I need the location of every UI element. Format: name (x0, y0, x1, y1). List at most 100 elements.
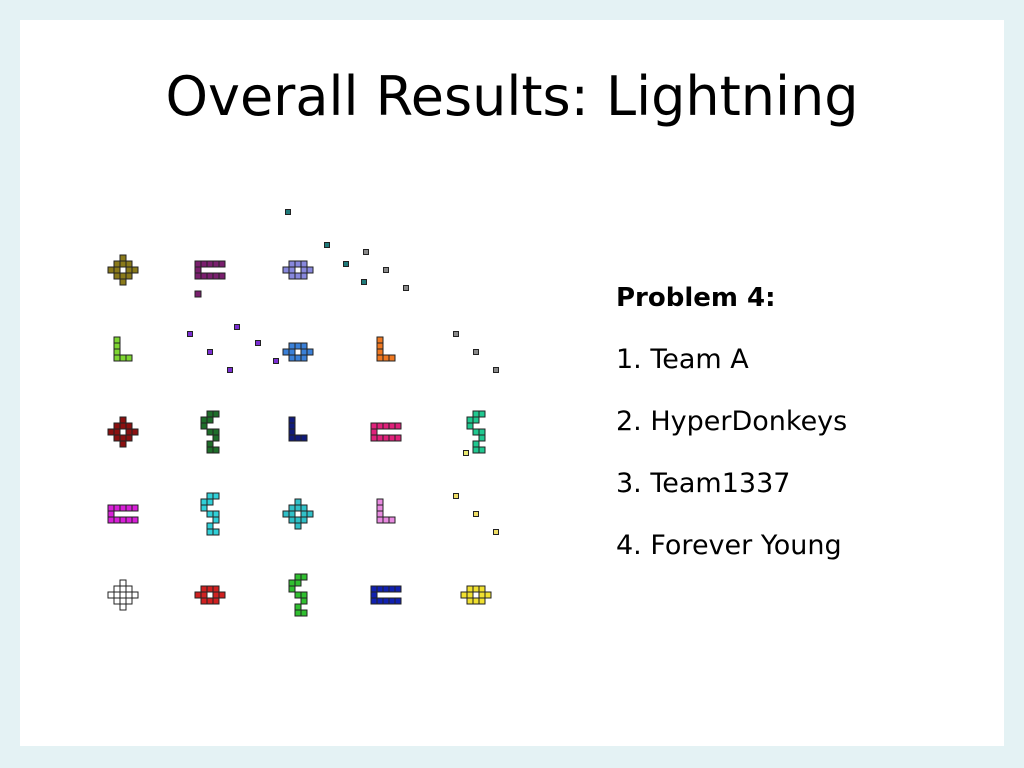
piece-block (466, 591, 474, 599)
piece-block (113, 422, 121, 430)
piece-block (388, 354, 396, 362)
piece-block (125, 354, 133, 362)
piece-block (294, 260, 302, 268)
piece-block (113, 434, 121, 442)
piece-block (288, 422, 296, 430)
piece-block (194, 272, 202, 280)
piece-block (376, 597, 384, 605)
piece-block (300, 573, 308, 581)
piece-block (288, 354, 296, 362)
piece-block (113, 516, 121, 524)
piece-block (472, 428, 480, 436)
piece-block (119, 278, 127, 286)
piece-block (376, 498, 384, 506)
piece-block (382, 422, 390, 430)
piece-block (131, 504, 139, 512)
piece-block (113, 591, 121, 599)
piece-block (212, 260, 220, 268)
dot-block (463, 450, 469, 456)
piece-block (113, 428, 121, 436)
piece-block (376, 434, 384, 442)
piece-block (288, 434, 296, 442)
piece-block (484, 591, 492, 599)
piece-block (206, 492, 214, 500)
piece-block (200, 260, 208, 268)
piece-block (288, 416, 296, 424)
dot-block (473, 349, 479, 355)
ranking-item: 1. Team A (616, 344, 749, 375)
piece-block (370, 422, 378, 430)
piece-block (300, 342, 308, 350)
piece-block (294, 591, 302, 599)
piece-block (472, 440, 480, 448)
dot-block (493, 367, 499, 373)
piece-block (119, 272, 127, 280)
piece-block (472, 410, 480, 418)
piece-block (466, 597, 474, 605)
piece-block (388, 516, 396, 524)
piece-block (218, 272, 226, 280)
piece-block (376, 348, 384, 356)
piece-block (212, 510, 220, 518)
piece-block (300, 266, 308, 274)
piece-block (288, 585, 296, 593)
dot-block (324, 242, 330, 248)
dot-block (207, 349, 213, 355)
piece-block (206, 597, 214, 605)
piece-block (306, 510, 314, 518)
slide (20, 20, 1004, 746)
problem-heading: Problem 4: (616, 283, 776, 313)
piece-block (125, 516, 133, 524)
piece-block (382, 434, 390, 442)
piece-block (131, 266, 139, 274)
piece-block (125, 597, 133, 605)
ranking-list: 1. Team A 2. HyperDonkeys 3. Team1337 4.… (616, 342, 916, 564)
piece-block (382, 516, 390, 524)
piece-block (107, 510, 115, 518)
dot-block (453, 493, 459, 499)
piece-block (300, 591, 308, 599)
piece-block (376, 342, 384, 350)
piece-block (212, 516, 220, 524)
piece-block (212, 528, 220, 536)
piece-block (206, 272, 214, 280)
piece-block (200, 416, 208, 424)
piece-block (200, 422, 208, 430)
piece-block (466, 416, 474, 424)
dot-block (473, 511, 479, 517)
piece-block (460, 591, 468, 599)
piece-block (119, 579, 127, 587)
piece-block (125, 504, 133, 512)
piece-block (125, 428, 133, 436)
piece-block (300, 609, 308, 617)
piece-block (376, 504, 384, 512)
piece-block (200, 585, 208, 593)
dot-block (273, 358, 279, 364)
piece-block (119, 585, 127, 593)
piece-block (212, 446, 220, 454)
piece-block (294, 603, 302, 611)
piece-block (113, 348, 121, 356)
piece-block (212, 492, 220, 500)
piece-block (119, 416, 127, 424)
piece-block (478, 428, 486, 436)
piece-block (113, 266, 121, 274)
piece-block (194, 260, 202, 268)
dot-block (227, 367, 233, 373)
piece-block (206, 522, 214, 530)
piece-block (370, 597, 378, 605)
piece-block (212, 434, 220, 442)
piece-block (113, 354, 121, 362)
piece-block (119, 422, 127, 430)
piece-block (200, 597, 208, 605)
piece-block (388, 422, 396, 430)
piece-block (478, 446, 486, 454)
piece-block (113, 504, 121, 512)
piece-block (300, 516, 308, 524)
piece-block (478, 597, 486, 605)
piece-block (294, 504, 302, 512)
piece-block (125, 272, 133, 280)
piece-block (388, 597, 396, 605)
piece-block (376, 516, 384, 524)
